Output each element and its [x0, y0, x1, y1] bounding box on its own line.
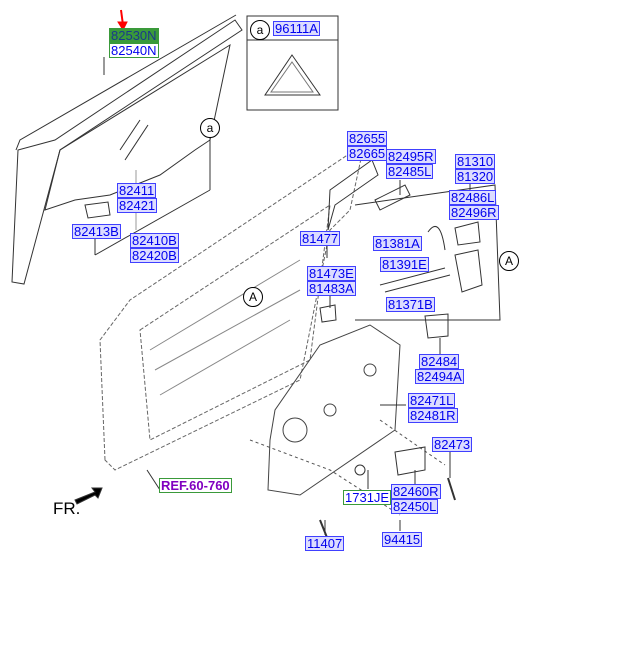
part-label-82496R[interactable]: 82496R — [449, 205, 499, 220]
part-label-1731JE[interactable]: 1731JE — [343, 490, 392, 505]
part-label-82494A[interactable]: 82494A — [415, 369, 464, 384]
part-label-82485L[interactable]: 82485L — [386, 164, 434, 179]
part-label-82473[interactable]: 82473 — [432, 437, 473, 452]
part-label-11407[interactable]: 11407 — [305, 536, 345, 551]
part-label-82665[interactable]: 82665 — [347, 146, 388, 161]
part-label-81320[interactable]: 81320 — [455, 169, 496, 184]
clip — [84, 201, 111, 219]
part-label-81473E[interactable]: 81473E — [307, 266, 356, 281]
part-label-81310[interactable]: 81310 — [455, 154, 496, 169]
front-arrow-icon — [74, 487, 103, 505]
part-label-96111A[interactable]: 96111A — [273, 21, 320, 36]
part-label-81381A[interactable]: 81381A — [373, 236, 422, 251]
part-label-82481R[interactable]: 82481R — [408, 408, 458, 423]
part-label-82471L[interactable]: 82471L — [408, 393, 456, 408]
ref-link-60-760[interactable]: REF.60-760 — [159, 478, 232, 493]
latch — [454, 249, 483, 293]
part-label-82420B[interactable]: 82420B — [130, 248, 179, 263]
inset-callout: a — [250, 20, 270, 40]
inset-box — [246, 15, 339, 111]
callout-A-door: A — [243, 287, 263, 307]
part-label-82495R[interactable]: 82495R — [386, 149, 436, 164]
part-label-94415[interactable]: 94415 — [382, 532, 423, 547]
door-glass — [44, 43, 231, 211]
cable — [379, 267, 451, 293]
part-label-82460R[interactable]: 82460R — [391, 484, 441, 499]
callout-A-latch: A — [499, 251, 519, 271]
door-frame — [99, 138, 366, 471]
part-label-82486L[interactable]: 82486L — [449, 190, 497, 205]
outside-handle-bracket — [327, 159, 379, 231]
part-label-81483A[interactable]: 81483A — [307, 281, 356, 296]
handle-bracket — [374, 184, 411, 211]
part-label-81391E[interactable]: 81391E — [380, 257, 429, 272]
latch-group-box — [354, 184, 501, 321]
part-label-82411[interactable]: 82411 — [117, 183, 157, 198]
part-label-81477[interactable]: 81477 — [300, 231, 341, 246]
glass-run-channel — [11, 19, 243, 285]
part-label-82450L[interactable]: 82450L — [391, 499, 439, 514]
bracket-82484 — [424, 313, 449, 339]
part-label-82410B[interactable]: 82410B — [130, 233, 179, 248]
part-label-82540N[interactable]: 82540N — [109, 43, 159, 58]
door-module-panel — [267, 324, 401, 496]
part-label-82530N[interactable]: 82530N — [109, 28, 159, 43]
callout-a-glass: a — [200, 118, 220, 138]
front-indicator: FR. — [53, 499, 81, 518]
part-label-82655[interactable]: 82655 — [347, 131, 388, 146]
part-label-81371B[interactable]: 81371B — [386, 297, 435, 312]
part-label-82484[interactable]: 82484 — [419, 354, 460, 369]
warning-triangle — [264, 54, 321, 96]
motor — [394, 446, 426, 476]
part-label-82421[interactable]: 82421 — [117, 198, 158, 213]
part-label-82413B[interactable]: 82413B — [72, 224, 121, 239]
latch-cover — [454, 221, 481, 246]
rod — [427, 226, 446, 251]
clip-81483 — [319, 304, 337, 323]
